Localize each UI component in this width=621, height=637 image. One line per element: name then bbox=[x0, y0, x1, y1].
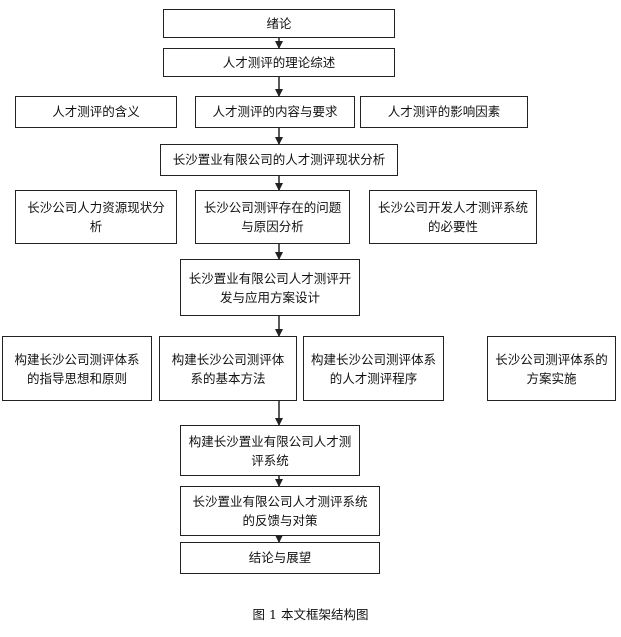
node-intro: 绪论 bbox=[163, 9, 395, 38]
node-guiding-principles: 构建长沙公司测评体系的指导思想和原则 bbox=[2, 336, 152, 401]
node-scheme-design: 长沙置业有限公司人才测评开发与应用方案设计 bbox=[180, 259, 360, 316]
node-conclusion: 结论与展望 bbox=[180, 542, 380, 574]
node-theory-review: 人才测评的理论综述 bbox=[163, 48, 395, 77]
node-influencing-factors: 人才测评的影响因素 bbox=[360, 96, 528, 128]
node-build-system: 构建长沙置业有限公司人才测评系统 bbox=[180, 425, 360, 476]
node-basic-methods: 构建长沙公司测评体系的基本方法 bbox=[159, 336, 297, 401]
node-content-requirements: 人才测评的内容与要求 bbox=[195, 96, 355, 128]
node-procedure: 构建长沙公司测评体系的人才测评程序 bbox=[303, 336, 444, 401]
figure-caption: 图 1 本文框架结构图 bbox=[252, 607, 369, 622]
node-hr-status: 长沙公司人力资源现状分析 bbox=[15, 190, 177, 244]
node-problems-causes: 长沙公司测评存在的问题与原因分析 bbox=[195, 190, 350, 244]
node-status-analysis: 长沙置业有限公司的人才测评现状分析 bbox=[160, 144, 398, 176]
node-meaning: 人才测评的含义 bbox=[15, 96, 177, 128]
node-necessity: 长沙公司开发人才测评系统的必要性 bbox=[369, 190, 537, 244]
node-feedback: 长沙置业有限公司人才测评系统的反馈与对策 bbox=[180, 486, 380, 536]
node-implementation: 长沙公司测评体系的方案实施 bbox=[487, 336, 616, 401]
